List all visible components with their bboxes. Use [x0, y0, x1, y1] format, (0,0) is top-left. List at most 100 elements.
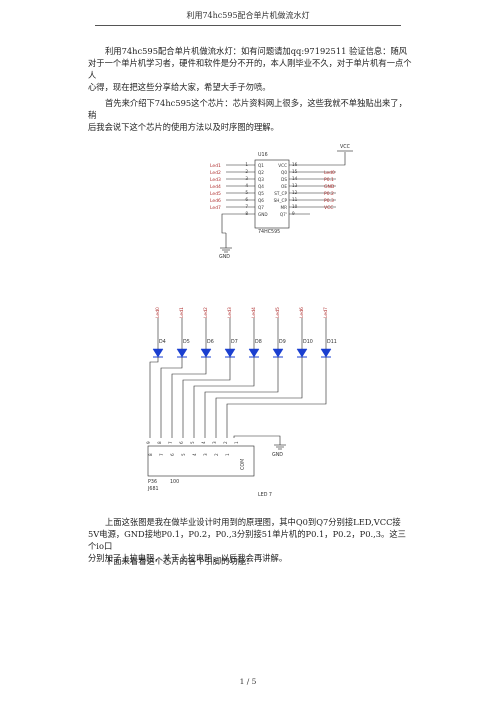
chip-ref-label: U16 [258, 152, 268, 158]
chip-left-pin-number: 5 [245, 190, 248, 195]
chip-pin-name: Q7 [258, 205, 264, 210]
chip-intro-line-2: 后我会说下这个芯片的使用方法以及时序图的理解。 [88, 122, 279, 132]
connector-inner-number: 2 [214, 453, 219, 456]
chip-left-net-label: Led4 [210, 184, 221, 190]
intro-line-3: 心得，现在把这些分享给大家，希望大手子勿喷。 [88, 82, 271, 92]
chip-left-pin-number: 8 [245, 211, 248, 216]
chip-right-net-label: GND [324, 184, 335, 190]
led-to-connector-wire [226, 357, 327, 438]
chip-pin-name: GND [258, 212, 268, 217]
led-diode-symbol [296, 348, 308, 358]
led-net-label: Led7 [323, 307, 329, 318]
led-diode-symbol [176, 348, 188, 358]
led-net-label: Led1 [179, 307, 185, 318]
chip-right-net-label: P0.1 [324, 177, 334, 183]
led-ref-label: D4 [159, 339, 166, 345]
led-diode-symbol [272, 348, 284, 358]
connector-inner-number: 8 [148, 453, 153, 456]
chip-right-pin-number: 12 [292, 190, 298, 195]
ic-74hc595-body [254, 159, 290, 229]
explanation-line-2: 5V电源，GND接地P0.1，P0.2，P0.,3分别接51单片机的P0.1，P… [88, 529, 406, 551]
header-rule [95, 25, 401, 26]
chip-intro-line-1: 首先来介绍下74hc595这个芯片：芯片资料网上很多，这些我就不单独贴出来了，稍 [88, 98, 407, 120]
led-net-label: Led5 [275, 307, 281, 318]
chip-pin-name: OE [281, 184, 287, 189]
connector-com-label: COM [240, 459, 246, 470]
connector-inner-number: 6 [170, 453, 175, 456]
led-ref-label: D10 [303, 339, 313, 345]
explanation-line-3: 分别加了上拉电阻，关于上拉电阻，以后我会再讲解。 [88, 553, 288, 563]
led-to-connector-wire [171, 357, 207, 438]
chip-intro-paragraph: 首先来介绍下74hc595这个芯片：芯片资料网上很多，这些我就不单独贴出来了，稍… [88, 97, 413, 133]
chip-pin-name: Q4 [258, 184, 264, 189]
chip-pin-name: VCC [278, 163, 287, 168]
connector-body [147, 445, 255, 477]
led-ref-label: D9 [279, 339, 286, 345]
connector-inner-number: 1 [225, 453, 230, 456]
explanation-line-1: 上面这张图是我在做毕业设计时用到的原理图，其中Q0到Q7分别接LED,VCC接 [105, 517, 401, 527]
chip-left-pin-number: 1 [245, 162, 248, 167]
chip-name-label: 74HC595 [258, 229, 280, 235]
connector-pin-number: 6 [179, 441, 184, 444]
led-diode-symbol [200, 348, 212, 358]
led-to-connector-wire [160, 357, 183, 438]
chip-left-pin-number: 4 [245, 183, 248, 188]
chip-pin-name: Q1 [258, 163, 264, 168]
led-to-connector-wire [204, 357, 279, 438]
chip-right-pin-number: 9 [292, 211, 295, 216]
connector-ref-p: P36 [148, 479, 157, 485]
chip-right-net-label: VCC [324, 205, 333, 211]
chip-right-pin-number: 15 [292, 169, 298, 174]
chip-left-pin-number: 6 [245, 197, 248, 202]
intro-paragraph: 利用74hc595配合单片机做流水灯：如有问题请加qq:97192511 验证信… [88, 45, 413, 93]
connector-inner-number: 4 [192, 453, 197, 456]
intro-line-1: 利用74hc595配合单片机做流水灯：如有问题请加qq:97192511 验证信… [105, 46, 408, 56]
connector-inner-number: 3 [203, 453, 208, 456]
led-net-label: Led4 [251, 307, 257, 318]
led-net-label: Led6 [299, 307, 305, 318]
chip-left-net-label: Led6 [210, 198, 221, 204]
chip-pin-name: SH_CP [274, 198, 288, 203]
page-number: 1 / 5 [239, 677, 257, 686]
chip-left-net-label: Led3 [210, 177, 221, 183]
led-ref-label: D11 [327, 339, 337, 345]
led-to-connector-wire [215, 357, 303, 438]
chip-pin-name: Q5 [258, 191, 264, 196]
connector-inner-number: 5 [181, 453, 186, 456]
led-net-label: Led3 [227, 307, 233, 318]
chip-left-net-label: Led1 [210, 163, 221, 169]
chip-right-net-label: P0.2 [324, 191, 334, 197]
led-diode-symbol [224, 348, 236, 358]
chip-left-pin-number: 7 [245, 204, 248, 209]
chip-left-net-label: Led5 [210, 191, 221, 197]
led-to-connector-wire [149, 357, 159, 438]
led-to-connector-wire [193, 357, 255, 438]
chip-left-pin-number: 2 [245, 169, 248, 174]
chip-left-pin-number: 3 [245, 176, 248, 181]
connector-pin-number: 1 [234, 441, 239, 444]
led-diode-symbol [320, 348, 332, 358]
chip-pin-name: DS [281, 177, 287, 182]
chip-left-net-label: Led7 [210, 205, 221, 211]
chip-pin-name: Q3 [258, 177, 264, 182]
connector-pin-number: 3 [212, 441, 217, 444]
led-ref-label: D5 [183, 339, 190, 345]
pin-function-paragraph: 下面来看看这个芯片的各个引脚的功能： [88, 555, 413, 567]
chip-gnd-label: GND [219, 254, 230, 260]
chip-left-net-label: Led2 [210, 170, 221, 176]
chip-pin-name: MR [280, 205, 287, 210]
connector-pin-number: 4 [201, 441, 206, 444]
connector-pin-number: 2 [223, 441, 228, 444]
chip-right-pin-number: 13 [292, 183, 298, 188]
connector-inner-number: 7 [159, 453, 164, 456]
chip-pin-name: ST_CP [274, 191, 287, 196]
led-ref-label: D7 [231, 339, 238, 345]
led-diode-symbol [152, 348, 164, 358]
schematic-explanation: 上面这张图是我在做毕业设计时用到的原理图，其中Q0到Q7分别接LED,VCC接 … [88, 516, 413, 564]
led-ref-label: D8 [255, 339, 262, 345]
led-ref-label: D6 [207, 339, 214, 345]
chip-pin-name: Q2 [258, 170, 264, 175]
connector-value: 100 [170, 479, 179, 485]
connector-ref-j: J681 [147, 486, 159, 492]
